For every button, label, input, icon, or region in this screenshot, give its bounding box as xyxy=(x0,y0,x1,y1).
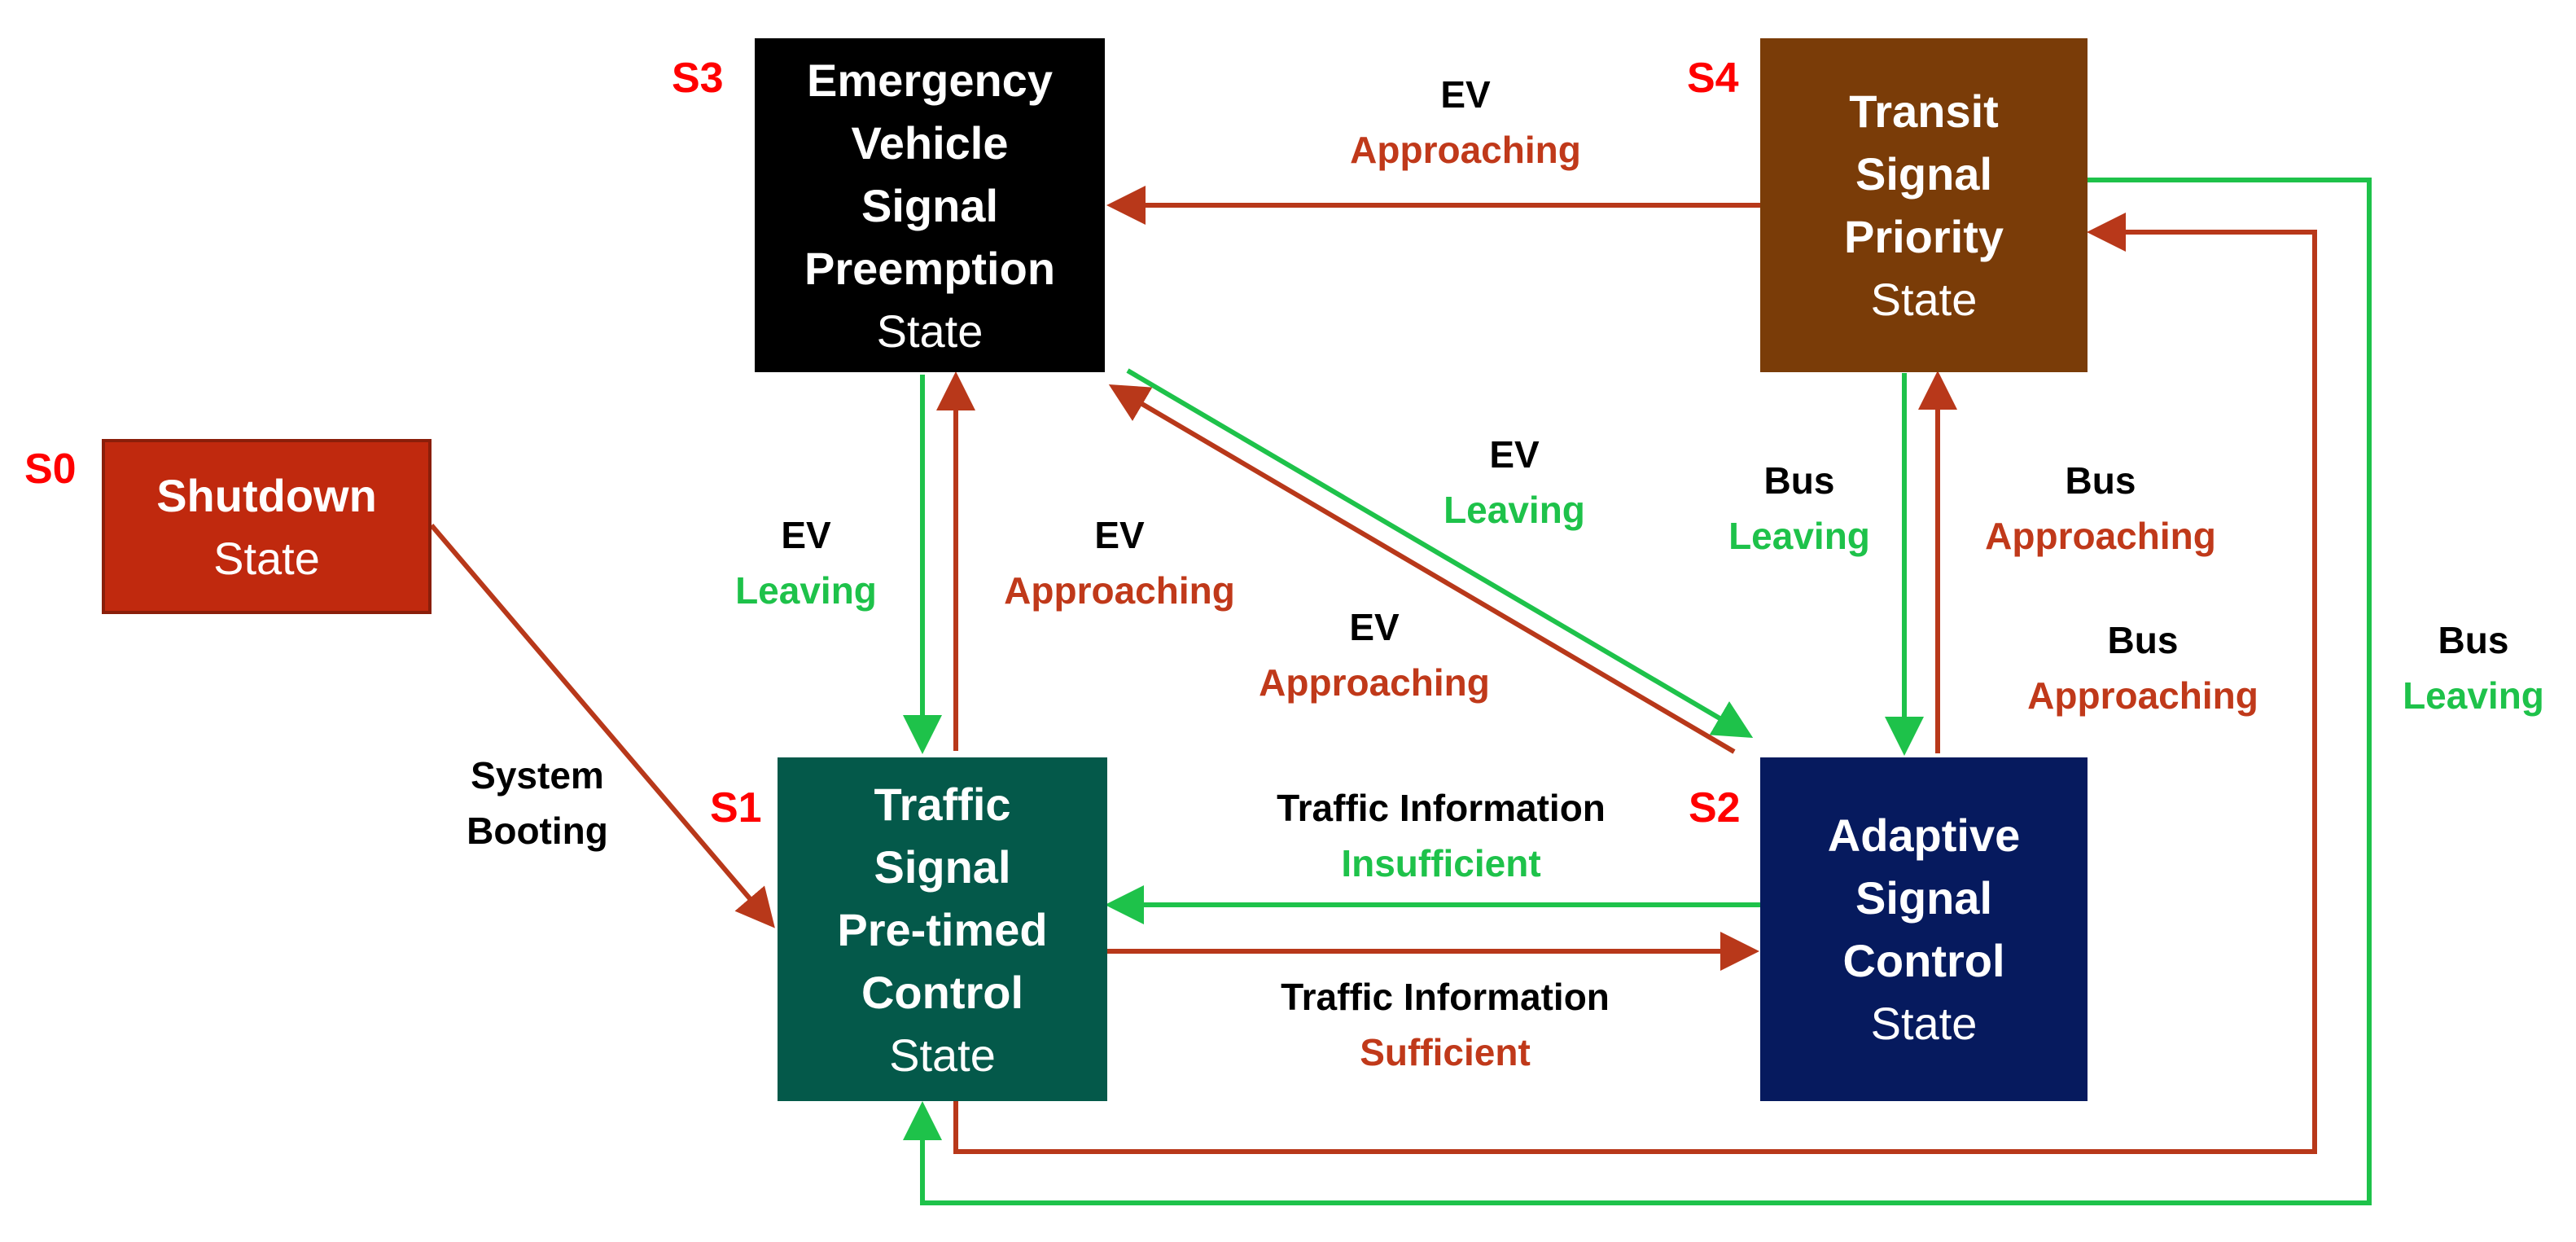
label-system-booting: System Booting xyxy=(440,748,635,858)
arrow-s2-to-s3 xyxy=(1108,384,1736,754)
label-s3-s1-ev-leaving: EV Leaving xyxy=(700,507,912,618)
state-title-line: Control xyxy=(1842,935,2005,986)
arrow-s4-to-s1 xyxy=(903,178,2372,1205)
state-title-line: Signal xyxy=(861,179,999,231)
arrow-s1-to-s4 xyxy=(953,213,2317,1154)
label-line2: Leaving xyxy=(2403,674,2544,717)
arrow-s3-to-s2 xyxy=(1126,368,1754,739)
label-line2: Approaching xyxy=(1259,661,1490,704)
label-line1: Bus xyxy=(1763,459,1835,502)
label-s1-s2-traffic-sufficient: Traffic Information Sufficient xyxy=(1217,969,1673,1080)
state-id-s3: S3 xyxy=(672,55,724,102)
label-line2: Approaching xyxy=(1985,515,2216,557)
label-line2: Leaving xyxy=(1444,489,1585,531)
state-title-line: Vehicle xyxy=(851,116,1009,169)
state-title-line: Priority xyxy=(1843,211,2004,262)
state-subtitle: State xyxy=(876,305,984,357)
label-s4-s2-bus-leaving: Bus Leaving xyxy=(1677,453,1921,564)
state-subtitle: State xyxy=(1870,998,1978,1049)
state-s0-shutdown: Shutdown State xyxy=(102,439,432,614)
state-id-s4: S4 xyxy=(1687,55,1739,102)
label-s1-s4-bus-approaching: Bus Approaching xyxy=(1992,612,2293,723)
state-id-s0: S0 xyxy=(24,445,77,493)
state-title-line: Signal xyxy=(1855,148,1993,200)
state-title-line: Traffic xyxy=(874,778,1011,830)
label-line1: Traffic Information xyxy=(1277,787,1606,829)
state-s2-adaptive-control: Adaptive Signal Control State xyxy=(1760,757,2088,1101)
state-title: Shutdown xyxy=(156,469,377,521)
label-line1: Traffic Information xyxy=(1281,976,1610,1018)
label-line2: Approaching xyxy=(1350,129,1581,171)
label-s2-s1-traffic-insufficient: Traffic Information Insufficient xyxy=(1213,780,1669,891)
label-line2: Insufficient xyxy=(1341,842,1541,884)
label-line2: Approaching xyxy=(1004,569,1235,612)
label-s3-s2-ev-leaving: EV Leaving xyxy=(1400,427,1628,538)
label-line1: System xyxy=(471,754,604,797)
state-title-line: Emergency xyxy=(807,54,1053,106)
state-title-line: Control xyxy=(861,966,1024,1018)
label-line2: Booting xyxy=(467,810,608,852)
label-s2-s4-bus-approaching: Bus Approaching xyxy=(1950,453,2251,564)
state-subtitle: State xyxy=(1870,274,1978,325)
label-s4-s1-bus-leaving: Bus Leaving xyxy=(2376,612,2571,723)
state-id-s1: S1 xyxy=(710,784,762,832)
state-s4-transit-priority: Transit Signal Priority State xyxy=(1760,38,2088,372)
state-title-line: Adaptive xyxy=(1827,810,2021,861)
label-line1: EV xyxy=(781,514,831,556)
state-s1-pretimed-control: Traffic Signal Pre-timed Control State xyxy=(778,757,1107,1101)
label-s2-s3-ev-approaching: EV Approaching xyxy=(1216,599,1533,710)
state-id-s2: S2 xyxy=(1689,784,1741,832)
state-title-line: Signal xyxy=(874,840,1011,893)
label-line2: Leaving xyxy=(735,569,877,612)
label-line1: Bus xyxy=(2065,459,2136,502)
state-subtitle: State xyxy=(889,1029,996,1081)
label-line1: Bus xyxy=(2438,619,2509,661)
label-line2: Sufficient xyxy=(1360,1031,1531,1073)
state-title-line: Transit xyxy=(1849,86,1999,137)
state-s3-emergency-preemption: Emergency Vehicle Signal Preemption Stat… xyxy=(755,38,1105,372)
state-title-line: Signal xyxy=(1855,872,1993,924)
arrow-s0-to-s1 xyxy=(429,524,775,928)
label-line1: Bus xyxy=(2107,619,2179,661)
label-line1: EV xyxy=(1094,514,1145,556)
label-line1: EV xyxy=(1489,433,1540,476)
label-line1: EV xyxy=(1440,73,1491,116)
label-s1-s3-ev-approaching: EV Approaching xyxy=(965,507,1274,618)
state-title-line: Pre-timed xyxy=(837,903,1048,955)
label-line1: EV xyxy=(1349,606,1400,648)
label-line2: Leaving xyxy=(1728,515,1870,557)
label-line2: Approaching xyxy=(2027,674,2258,717)
label-s4-s3-ev-approaching: EV Approaching xyxy=(1286,67,1645,178)
state-title-line: Preemption xyxy=(804,242,1056,294)
state-subtitle: State xyxy=(213,532,320,584)
